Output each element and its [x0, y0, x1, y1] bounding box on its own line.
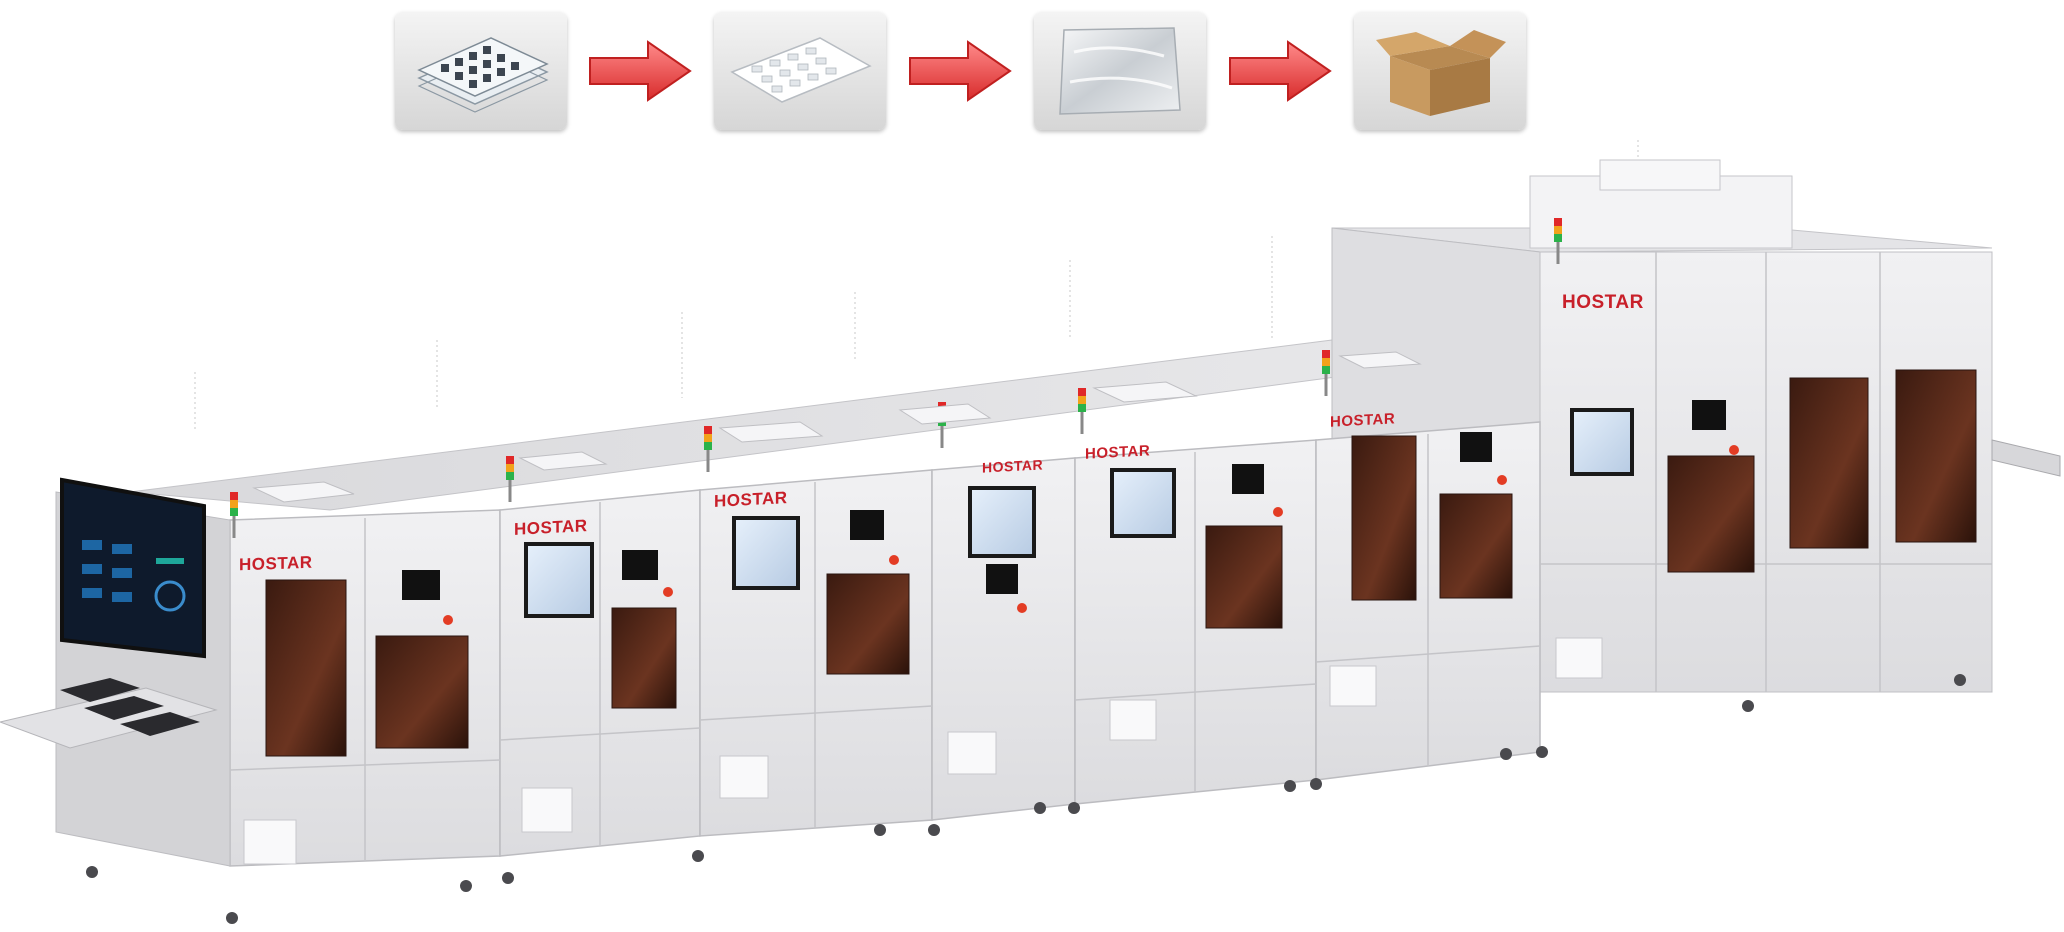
blister-tray-icon: [730, 37, 872, 103]
brand-logo: HOSTAR: [1085, 442, 1151, 463]
vacuum-bag-image: [1034, 12, 1206, 130]
process-flow: [0, 0, 2064, 140]
brand-logo: HOSTAR: [714, 488, 788, 511]
flow-arrow-1: [589, 40, 692, 102]
carton-box-image: [1354, 12, 1526, 130]
brand-logo: HOSTAR: [514, 516, 588, 539]
vacuum-bag-icon: [1059, 27, 1181, 115]
brand-logo: HOSTAR: [1562, 292, 1644, 313]
brand-logo: HOSTAR: [1330, 410, 1396, 431]
flow-arrow-3: [1229, 40, 1332, 102]
production-line-illustration: [0, 140, 2061, 924]
tray-stack-icon: [417, 37, 549, 113]
tray-stack-image: [395, 12, 567, 130]
blister-tray-image: [714, 12, 886, 130]
carton-box-icon: [1376, 30, 1506, 116]
brand-logo: HOSTAR: [239, 552, 313, 575]
flow-arrow-2: [909, 40, 1012, 102]
brand-logo: HOSTAR: [982, 456, 1044, 476]
